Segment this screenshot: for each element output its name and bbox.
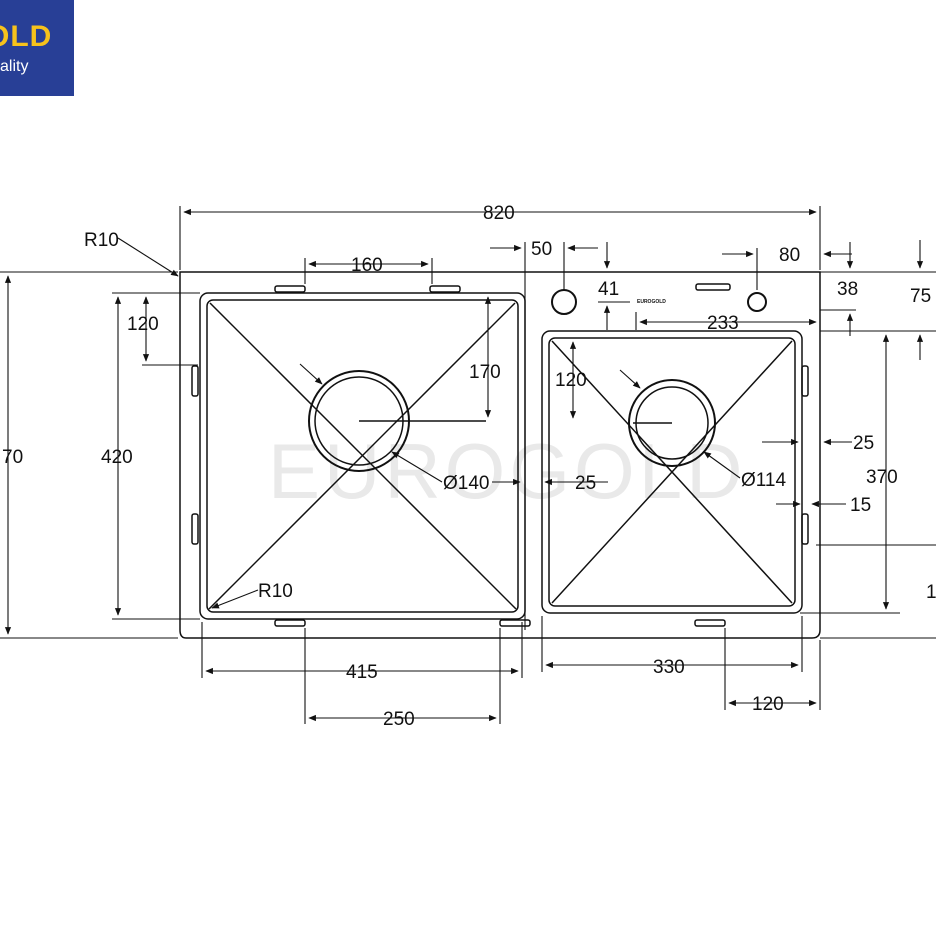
dim-edge-38: 38 (837, 279, 858, 300)
watermark-text: EUROGOLD (268, 427, 746, 515)
dim-overall-height: 70 (2, 447, 23, 468)
left-clip-corner (499, 619, 531, 627)
dim-divider: 25 (575, 473, 596, 494)
overflow-slot (695, 283, 731, 291)
dim-edge-75: 75 (910, 286, 931, 307)
dim-left-drain-diameter: Ø140 (443, 473, 489, 494)
dim-overall-width: 820 (483, 203, 515, 224)
dim-span-233: 233 (707, 313, 739, 334)
dim-right-bottom-offset: 120 (752, 694, 784, 715)
dim-left-clip-spacing-top: 160 (351, 255, 383, 276)
dim-right-partial: 1 (926, 582, 936, 603)
sink-outline (179, 271, 821, 639)
left-clip-side-2 (191, 513, 199, 545)
brand-tagline: ality (0, 58, 29, 75)
dim-faucet-offset: 50 (531, 239, 552, 260)
right-clip-bottom (694, 619, 726, 627)
dim-right-edge-15: 15 (850, 495, 871, 516)
dim-left-bowl-height: 420 (101, 447, 133, 468)
dim-left-bowl-width: 415 (346, 662, 378, 683)
right-clip-side-1 (801, 365, 809, 397)
dim-right-drain-diameter: Ø114 (741, 470, 787, 491)
dim-left-drain-offset: 170 (469, 362, 501, 383)
dim-right-bowl-width: 330 (653, 657, 685, 678)
dim-edge-41: 41 (598, 279, 619, 300)
faucet-hole (551, 289, 577, 315)
dim-right-offset: 120 (555, 370, 587, 391)
dim-left-corner-radius: R10 (258, 581, 293, 602)
dim-right-bowl-height: 370 (866, 467, 898, 488)
left-clip-top-2 (429, 285, 461, 293)
right-drain-circle (628, 379, 716, 467)
dim-corner-radius-outer: R10 (84, 230, 119, 251)
dim-left-clip-spacing-bottom: 250 (383, 709, 415, 730)
deck-brand-mark: EUROGOLD (637, 299, 666, 305)
right-bowl (541, 330, 803, 614)
dim-right-edge-25: 25 (853, 433, 874, 454)
brand-logo-badge: OLD ality (0, 0, 74, 96)
dimension-labels: 820 R10 70 420 120 160 170 Ø140 25 R10 4… (2, 203, 936, 730)
right-clip-side-2 (801, 513, 809, 545)
left-clip-top-1 (274, 285, 306, 293)
tap-hole (747, 292, 767, 312)
left-bowl (199, 292, 526, 620)
dim-left-offset: 120 (127, 314, 159, 335)
dim-tap-hole-offset: 80 (779, 245, 800, 266)
brand-logo-text: OLD (0, 20, 53, 53)
left-clip-side-1 (191, 365, 199, 397)
left-clip-bottom (274, 619, 306, 627)
